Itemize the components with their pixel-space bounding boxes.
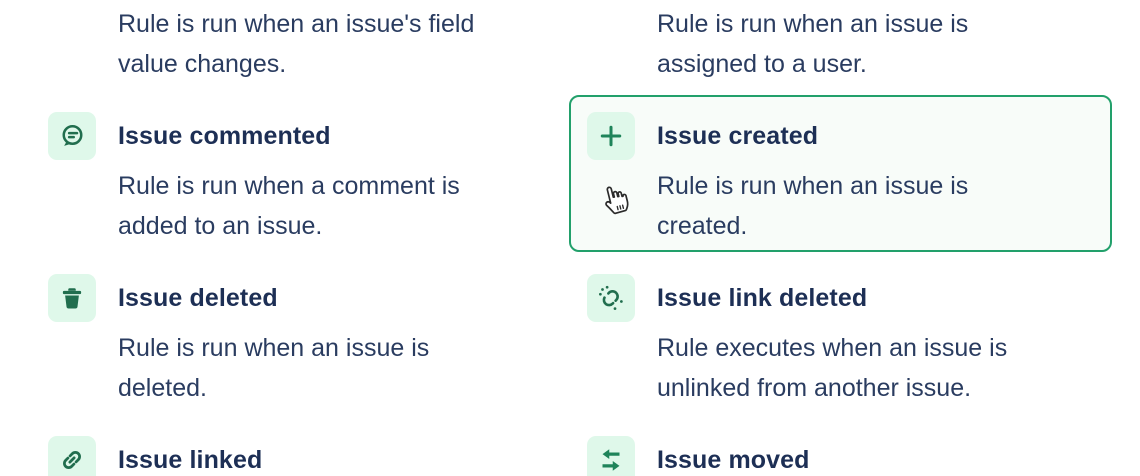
trigger-title: Issue moved [657,445,810,474]
trash-icon [48,274,96,322]
trigger-description-line: Rule is run when an issue's field [118,10,475,38]
trigger-description: Rule is run when an issue's field value … [118,4,539,84]
comment-icon [48,112,96,160]
arrows-swap-icon [587,436,635,476]
trigger-description-line: Rule is run when an issue is [118,334,430,362]
trigger-card-issue-commented[interactable]: Issue commented Rule is run when a comme… [30,95,557,252]
trigger-title: Issue link deleted [657,283,868,312]
trigger-card-issue-linked[interactable]: Issue linked [30,419,557,476]
trigger-card-issue-created[interactable]: Issue created Rule is run when an issue … [569,95,1112,252]
trigger-card-field-value-changed[interactable]: Rule is run when an issue's field value … [30,0,557,90]
card-header: Issue linked [48,436,539,476]
trigger-title: Issue deleted [118,283,278,312]
trigger-title: Issue linked [118,445,263,474]
trigger-description-line: Rule is run when an issue is [657,10,969,38]
trigger-description-line: deleted. [118,374,207,402]
link-icon [48,436,96,476]
trigger-description-line: value changes. [118,50,287,78]
trigger-description-line: added to an issue. [118,212,323,240]
trigger-card-issue-assigned[interactable]: Rule is run when an issue is assigned to… [569,0,1112,90]
trigger-description: Rule is run when an issue is assigned to… [657,4,1094,84]
broken-link-icon [587,274,635,322]
trigger-description: Rule executes when an issue is unlinked … [657,328,1094,408]
trigger-description: Rule is run when a comment is added to a… [118,166,539,246]
card-header: Issue deleted [48,274,539,322]
card-header: Issue link deleted [587,274,1094,322]
trigger-title: Issue commented [118,121,331,150]
trigger-description-line: Rule is run when a comment is [118,172,460,200]
trigger-title: Issue created [657,121,819,150]
trigger-card-issue-deleted[interactable]: Issue deleted Rule is run when an issue … [30,257,557,414]
trigger-description-line: created. [657,212,748,240]
trigger-card-issue-moved[interactable]: Issue moved [569,419,1112,476]
trigger-description: Rule is run when an issue is deleted. [118,328,539,408]
trigger-description-line: Rule is run when an issue is [657,172,969,200]
trigger-description-line: Rule executes when an issue is [657,334,1008,362]
card-header: Issue created [587,112,1094,160]
card-header: Issue commented [48,112,539,160]
trigger-description-line: unlinked from another issue. [657,374,972,402]
plus-icon [587,112,635,160]
trigger-description: Rule is run when an issue is created. [657,166,1094,246]
trigger-description-line: assigned to a user. [657,50,867,78]
card-header: Issue moved [587,436,1094,476]
trigger-card-issue-link-deleted[interactable]: Issue link deleted Rule executes when an… [569,257,1112,414]
